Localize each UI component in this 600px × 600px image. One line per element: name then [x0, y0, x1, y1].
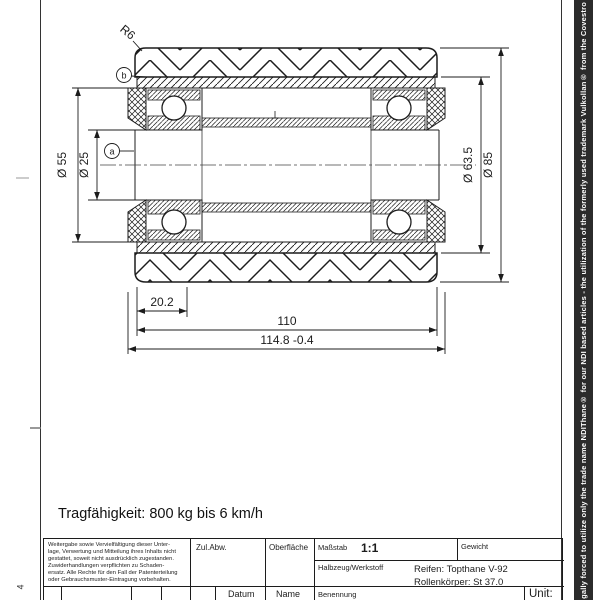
dim-label-d63-5: Ø 63.5 [461, 147, 475, 183]
datum-label: Datum [228, 589, 255, 599]
ref-b-leader [131, 75, 147, 78]
dimension-labels: Ø 55 Ø 25 Ø 63.5 Ø 85 20.2 110 114.8 -0.… [55, 22, 495, 347]
tb-divider [314, 560, 564, 561]
material-line-tire: Reifen: Topthane V-92 [414, 564, 508, 575]
capacity-note: Tragfähigkeit: 800 kg bis 6 km/h [58, 506, 263, 522]
halbzeug-label: Halbzeug/Werkstoff [318, 563, 384, 572]
zul-abw-label: Zul.Abw. [196, 543, 227, 552]
scale-value: 1:1 [361, 541, 379, 555]
dim-label-tire-width: 110 [277, 314, 296, 328]
disclaimer-line: oder Gebrauchsmuster-Eintragung vorbehal… [48, 577, 171, 584]
trademark-sidebar: gally forced to utilize only the trade n… [574, 0, 593, 600]
ref-b-balloon [116, 67, 132, 83]
material-spec: Reifen: Topthane V-92 Rollenkörper: St 3… [414, 563, 508, 589]
hub-ring-top [136, 76, 436, 89]
radius-label: R6 [117, 22, 138, 43]
dim-label-d85: Ø 85 [481, 152, 495, 178]
tb-divider [44, 586, 564, 587]
tire-top-section [134, 47, 438, 78]
radius-leader [132, 40, 143, 52]
material-line-body: Rollenkörper: St 37.0 [414, 577, 504, 588]
spacer-tube-top [201, 117, 372, 128]
dim-label-seat: 20.2 [150, 295, 174, 309]
surface-mark [271, 111, 279, 119]
roller-section [100, 47, 476, 283]
oberflaeche-label: Oberfläche [269, 543, 309, 552]
benennung-label: Benennung [318, 590, 357, 599]
dim-label-d55: Ø 55 [55, 152, 69, 178]
dim-label-overall-width: 114.8 -0.4 [260, 333, 313, 347]
disclaimer-line: gestattet, soweit nicht ausdrücklich zug… [48, 556, 174, 563]
disclaimer-line: lage, Verwertung und Mitteilung ihres In… [48, 549, 176, 556]
seal-bottom-left [127, 199, 147, 243]
dimensions [72, 40, 509, 354]
zone-marker: 4 [15, 584, 26, 590]
tb-divider [314, 539, 315, 600]
ref-a-balloon [104, 143, 120, 159]
tb-divider [61, 586, 62, 600]
unit-label: Unit: [529, 588, 553, 600]
disclaimer-line: Weitergabe sowie Vervielfältigung dieser… [48, 542, 171, 548]
trademark-vertical-text: gally forced to utilize only the trade n… [579, 1, 588, 599]
disclaimer-text: Weitergabe sowie Vervielfältigung dieser… [48, 542, 190, 585]
tire-bottom-section [134, 252, 438, 283]
tb-divider [215, 586, 216, 600]
seal-top-left [127, 87, 147, 131]
tb-divider [265, 539, 266, 600]
tb-divider [131, 586, 132, 600]
title-block: Weitergabe sowie Vervielfältigung dieser… [43, 538, 564, 600]
seal-bottom-right [426, 199, 446, 243]
tb-divider [161, 586, 162, 600]
hub-ring-bottom [136, 241, 436, 254]
bearing-balls [161, 95, 412, 235]
massstab-label: Maßstab [318, 543, 348, 552]
sheet-frame [16, 0, 562, 600]
tb-divider [457, 539, 458, 560]
tb-divider [524, 586, 525, 600]
disclaimer-line: ersatz. Alle Rechte für den Fall der Pat… [48, 570, 178, 577]
dim-label-d25: Ø 25 [77, 152, 91, 178]
tb-divider [190, 539, 191, 600]
gewicht-label: Gewicht [461, 542, 489, 551]
ref-a-label: a [109, 147, 114, 157]
name-label: Name [276, 589, 301, 599]
seal-top-right [426, 87, 446, 131]
disclaimer-line: Zuwiderhandlungen verpflichten zu Schade… [48, 563, 165, 570]
spacer-tube-bottom [201, 202, 372, 213]
ref-b-label: b [121, 71, 126, 81]
